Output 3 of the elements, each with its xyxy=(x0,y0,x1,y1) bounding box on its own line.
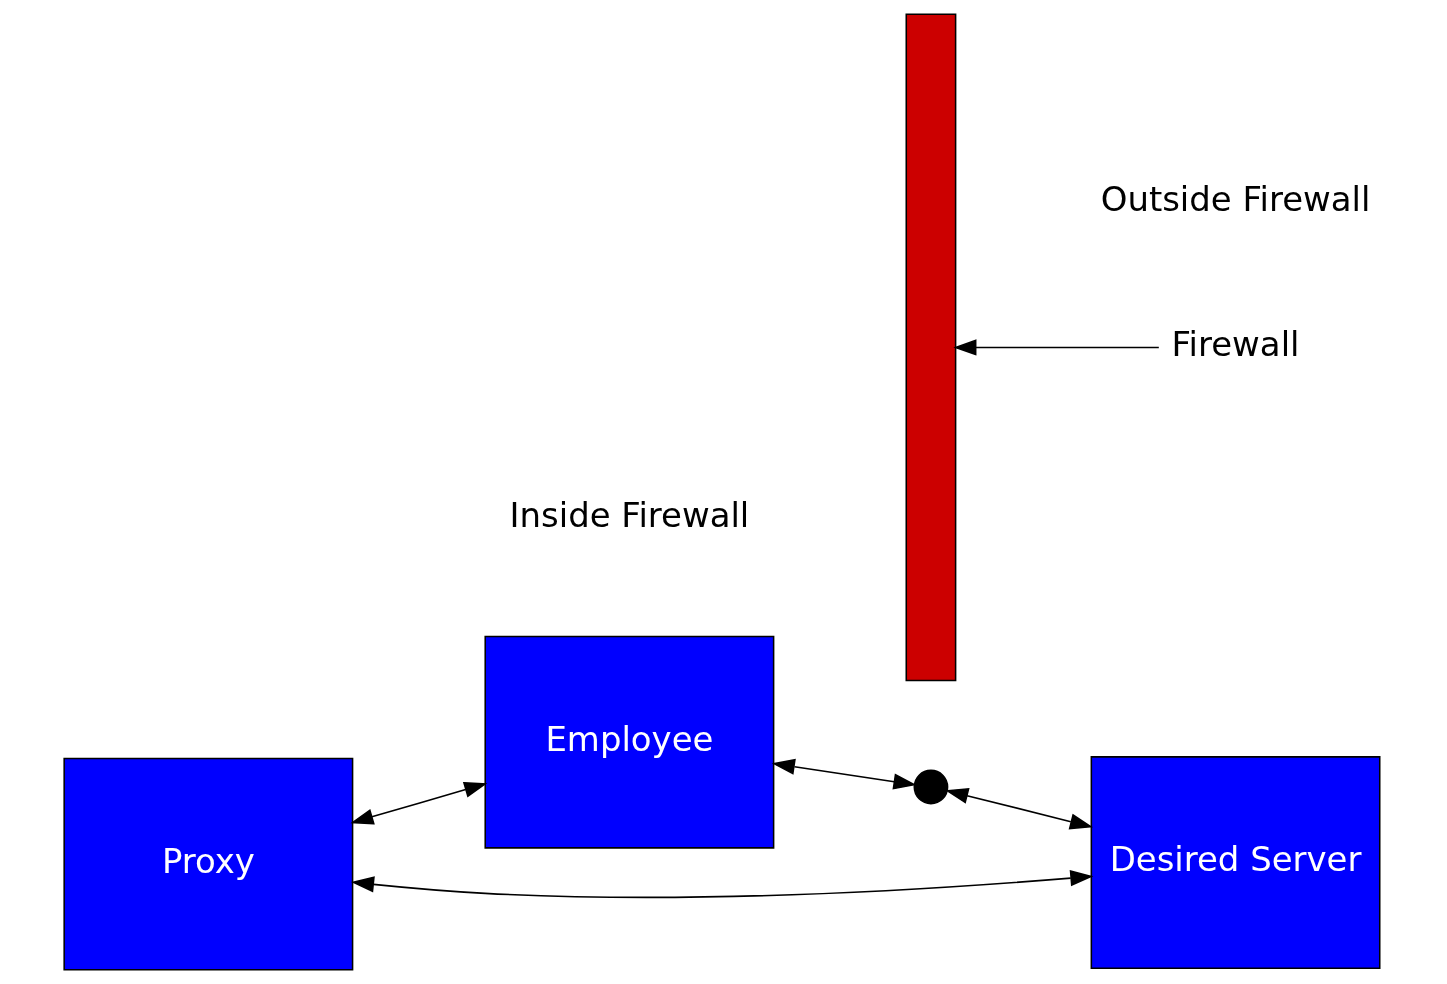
node-text: Firewall xyxy=(1171,325,1300,365)
label: Outside Firewall xyxy=(1100,180,1371,220)
label: Inside Firewall xyxy=(509,496,750,536)
